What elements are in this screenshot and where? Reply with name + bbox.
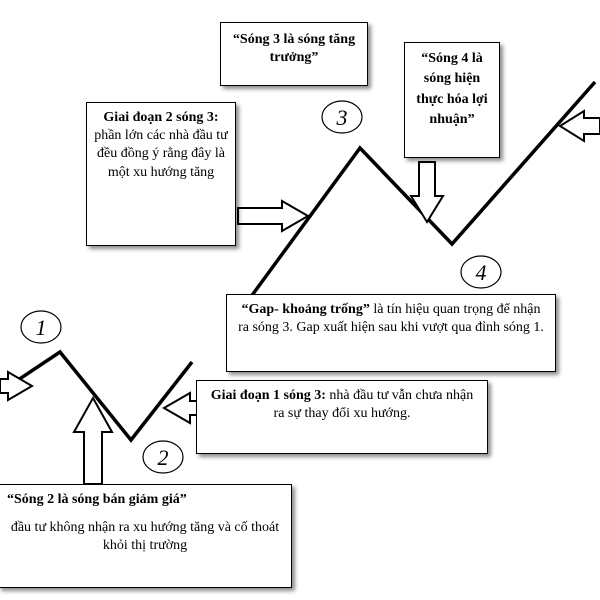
wave4-profit-box: “Sóng 4 là sóng hiện thực hóa lợi nhuận” <box>404 42 500 158</box>
wave3-growth-box: “Sóng 3 là sóng tăng trưởng” <box>220 22 368 86</box>
gap-title: “Gap- khoảng trống” <box>241 302 370 317</box>
phase2-title: Giai đoạn 2 sóng 3: <box>103 110 219 125</box>
phase1-title: Giai đoạn 1 sóng 3: <box>210 388 326 403</box>
phase1-text: nhà đầu tư vẫn chưa nhận ra sự thay đổi … <box>273 388 474 422</box>
wave-label-2: 2 <box>142 440 184 474</box>
phase2-text: phần lớn các nhà đầu tư đều đồng ý rằng … <box>94 128 228 180</box>
arrow-right-icon <box>0 370 34 402</box>
wave-label-4: 4 <box>460 255 502 289</box>
wave3-growth-text: “Sóng 3 là sóng tăng trưởng” <box>232 32 356 66</box>
arrow-left-icon <box>558 109 600 143</box>
wave-label-1: 1 <box>20 310 62 344</box>
phase2-box: Giai đoạn 2 sóng 3: phần lớn các nhà đầu… <box>86 102 236 246</box>
wave-line-upper <box>226 80 597 330</box>
arrow-right-icon <box>237 199 311 233</box>
wave4-profit-text: “Sóng 4 là sóng hiện thực hóa lợi nhuận” <box>416 51 488 127</box>
svg-text:3: 3 <box>336 105 348 130</box>
svg-text:2: 2 <box>158 445 169 470</box>
wave2-title: “Sóng 2 là sóng bán giảm giá” <box>7 492 187 507</box>
arrow-down-icon <box>409 161 445 224</box>
wave-line <box>0 349 194 443</box>
svg-text:4: 4 <box>476 260 487 285</box>
svg-text:1: 1 <box>36 315 47 340</box>
wave2-text: đầu tư không nhận ra xu hướng tăng và cố… <box>10 520 280 554</box>
arrow-up-icon <box>72 395 114 485</box>
gap-box: “Gap- khoảng trống” là tín hiệu quan trọ… <box>226 294 556 372</box>
wave-label-3: 3 <box>321 100 363 134</box>
gap-text: là tín hiệu quan trọng để nhận ra sóng 3… <box>238 302 544 336</box>
phase1-box: Giai đoạn 1 sóng 3: nhà đầu tư vẫn chưa … <box>196 380 488 454</box>
wave2-box: “Sóng 2 là sóng bán giảm giá” đầu tư khô… <box>0 484 292 588</box>
